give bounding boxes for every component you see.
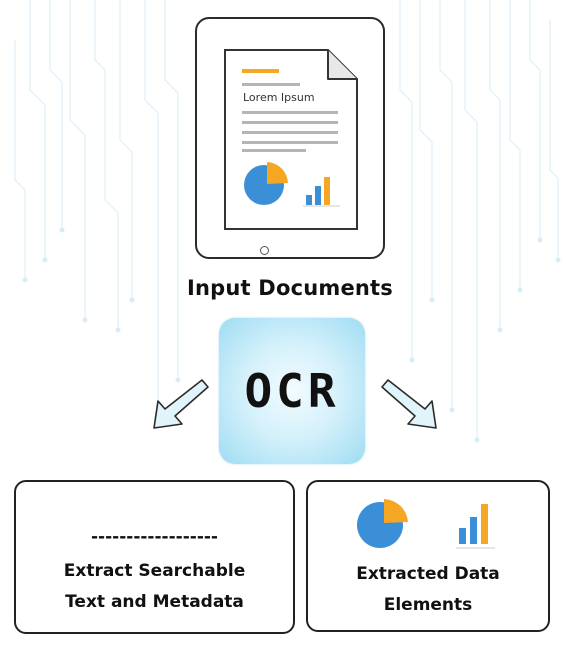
ocr-chip — [219, 318, 365, 464]
document-icon — [224, 49, 358, 230]
searchable-line-1: Extract Searchable — [63, 561, 246, 581]
data-elements-line-1: Extracted Data — [356, 564, 500, 584]
input-documents-title: Input Documents — [187, 276, 393, 300]
pie-chart-icon — [357, 499, 408, 548]
ocr-label: OCR — [244, 364, 340, 418]
data-elements-label: Extracted Data Elements — [306, 559, 550, 621]
data-elements-icons — [357, 499, 495, 549]
data-elements-line-2: Elements — [383, 595, 473, 615]
arrow-down-left-icon — [153, 379, 209, 429]
document-heading: Lorem Ipsum — [243, 91, 315, 104]
searchable-line-2: Text and Metadata — [65, 592, 244, 612]
searchable-text-label: Extract Searchable Text and Metadata — [14, 556, 295, 618]
dash-separator: ------------------ — [90, 527, 218, 547]
data-elements-box — [306, 480, 550, 632]
arrow-down-right-icon — [381, 379, 437, 429]
tablet-home-button — [260, 246, 269, 255]
searchable-text-box — [14, 480, 295, 634]
bar-chart-icon — [456, 504, 495, 549]
